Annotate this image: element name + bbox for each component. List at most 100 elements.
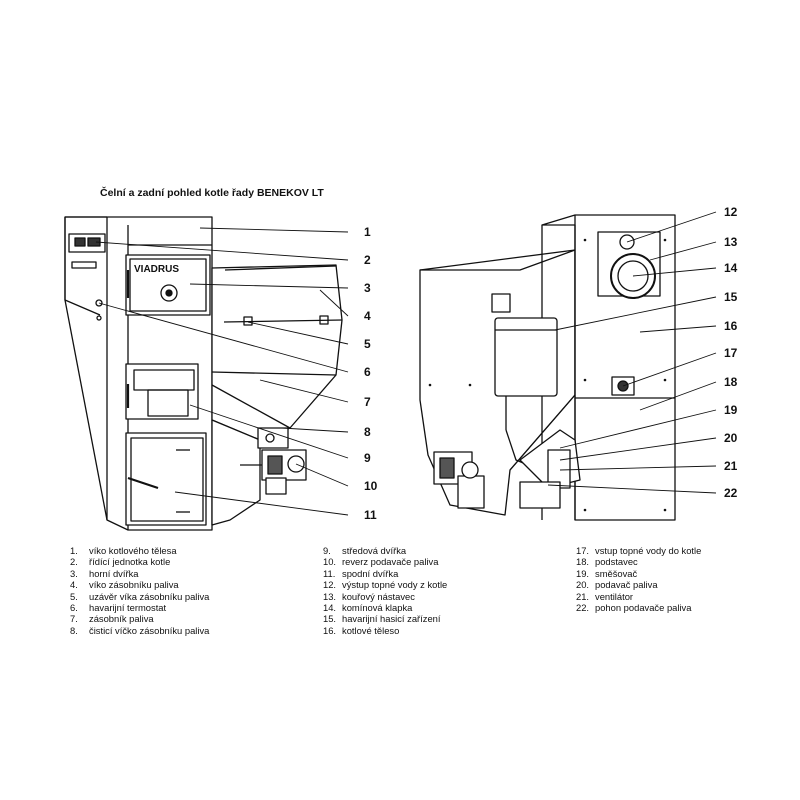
legend-item: 21. ventilátor	[576, 591, 701, 602]
legend-column-1: 1. víko kotlového tělesa 2. řídící jednotka…	[70, 545, 209, 636]
control-unit	[68, 233, 106, 269]
legend-number: 7.	[70, 613, 78, 625]
legend-label: čisticí víčko zásobníku paliva	[89, 624, 210, 636]
middle-door	[125, 363, 199, 420]
callout-18: 18	[724, 375, 738, 389]
callout-8: 8	[364, 425, 371, 439]
logo-text: VIADRUS	[134, 264, 179, 275]
legend-number: 1.	[70, 545, 78, 556]
legend-number: 14.	[323, 602, 337, 614]
legend-number: 18.	[576, 556, 590, 568]
legend-label: kotlové těleso	[342, 624, 400, 636]
callout-5: 5	[364, 337, 371, 351]
legend-number: 20.	[576, 579, 590, 591]
upper-door	[125, 254, 211, 316]
legend-number: 17.	[576, 545, 590, 556]
legend-label: komínová klapka	[342, 602, 413, 614]
legend-label: zásobník paliva	[89, 613, 154, 625]
legend-number: 12.	[323, 579, 337, 591]
callout-12: 12	[724, 205, 738, 219]
feeder-assembly	[211, 419, 307, 526]
legend-item: 6. havarijní termostat	[70, 602, 209, 613]
callout-14: 14	[724, 261, 738, 275]
callout-21: 21	[724, 459, 738, 473]
legend-label: směšovač	[595, 567, 638, 579]
legend-number: 11.	[323, 567, 336, 579]
legend-item: 8. čisticí víčko zásobníku paliva	[70, 625, 209, 636]
callout-17: 17	[724, 346, 738, 360]
emergency-thermostat	[95, 299, 103, 307]
legend-item: 14. komínová klapka	[323, 602, 447, 613]
callout-16: 16	[724, 319, 738, 333]
legend-item: 15. havarijní hasicí zařízení	[323, 613, 447, 624]
legend-label: ventilátor	[595, 590, 634, 602]
callout-4: 4	[364, 309, 371, 323]
legend-label: vstup topné vody do kotle	[595, 545, 702, 556]
legend-number: 5.	[70, 590, 78, 602]
legend-item: 20. podavač paliva	[576, 579, 701, 590]
legend-item: 19. směšovač	[576, 568, 701, 579]
legend-item: 9. středová dvířka	[323, 545, 447, 556]
legend-item: 22. pohon podavače paliva	[576, 602, 701, 613]
legend-label: havarijní termostat	[89, 602, 167, 614]
lower-door	[125, 432, 207, 526]
legend-item: 10. reverz podavače paliva	[323, 556, 447, 567]
legend-number: 15.	[323, 613, 337, 625]
legend-number: 22.	[576, 602, 590, 614]
legend-item: 3.horní dvířka	[70, 568, 209, 579]
legend-number: 13.	[323, 590, 337, 602]
legend-number: 21.	[576, 590, 590, 602]
legend-number: 2.	[70, 556, 78, 568]
legend-item: 12. výstup topné vody z kotle	[323, 579, 447, 590]
callout-2: 2	[364, 253, 371, 267]
legend-label: uzávěr víka zásobníku paliva	[89, 590, 210, 602]
callout-15: 15	[724, 290, 738, 304]
legend-item: 2. řídící jednotka kotle	[70, 556, 209, 567]
legend-number: 6.	[70, 602, 78, 614]
fan-motor	[433, 451, 485, 509]
callout-9: 9	[364, 451, 371, 465]
legend-label: reverz podavače paliva	[342, 556, 439, 568]
legend-label: víko kotlového tělesa	[89, 545, 177, 556]
legend-item: 16. kotlové těleso	[323, 625, 447, 636]
legend-label: víko zásobníku paliva	[89, 579, 179, 591]
legend-column-2: 9. středová dvířka 10. reverz podavače pali…	[323, 545, 447, 636]
feeder-rear	[519, 429, 581, 509]
legend-label: výstup topné vody z kotle	[342, 579, 448, 591]
callout-7: 7	[364, 395, 371, 409]
legend-label: řídící jednotka kotle	[89, 556, 171, 568]
diagram-title: Čelní a zadní pohled kotle řady BENEKOV …	[100, 187, 324, 199]
legend-label: spodní dvířka	[342, 567, 399, 579]
legend-number: 8.	[70, 624, 78, 636]
leader-lines	[95, 211, 717, 516]
legend-number: 4.	[70, 579, 78, 591]
legend-item: 18. podstavec	[576, 556, 701, 567]
legend-column-3: 17. vstup topné vody do kotle 18. podstavec…	[576, 545, 701, 613]
legend-number: 9.	[323, 545, 331, 556]
legend-item: 11. spodní dvířka	[323, 568, 447, 579]
legend-number: 19.	[576, 567, 590, 579]
legend-item: 4. víko zásobníku paliva	[70, 579, 209, 590]
legend-label: horní dvířka	[89, 567, 139, 579]
front-view	[64, 216, 343, 531]
legend-item: 17. vstup topné vody do kotle	[576, 545, 701, 556]
legend-item: 7. zásobník paliva	[70, 613, 209, 624]
legend-item: 5. uzávěr víka zásobníku paliva	[70, 591, 209, 602]
legend-label: středová dvířka	[342, 545, 407, 556]
callout-11: 11	[364, 508, 377, 522]
callout-22: 22	[724, 486, 738, 500]
callout-10: 10	[364, 479, 378, 493]
legend-number: 10.	[323, 556, 337, 568]
legend-label: pohon podavače paliva	[595, 602, 692, 614]
flue-outlet	[597, 231, 661, 299]
legend-item: 1. víko kotlového tělesa	[70, 545, 209, 556]
legend-number: 16.	[323, 624, 337, 636]
legend-item: 13.kouřový nástavec	[323, 591, 447, 602]
legend-label: havarijní hasicí zařízení	[342, 613, 441, 625]
rear-view	[419, 214, 676, 521]
legend-label: podavač paliva	[595, 579, 658, 591]
legend-label: podstavec	[595, 556, 638, 568]
callout-19: 19	[724, 403, 738, 417]
